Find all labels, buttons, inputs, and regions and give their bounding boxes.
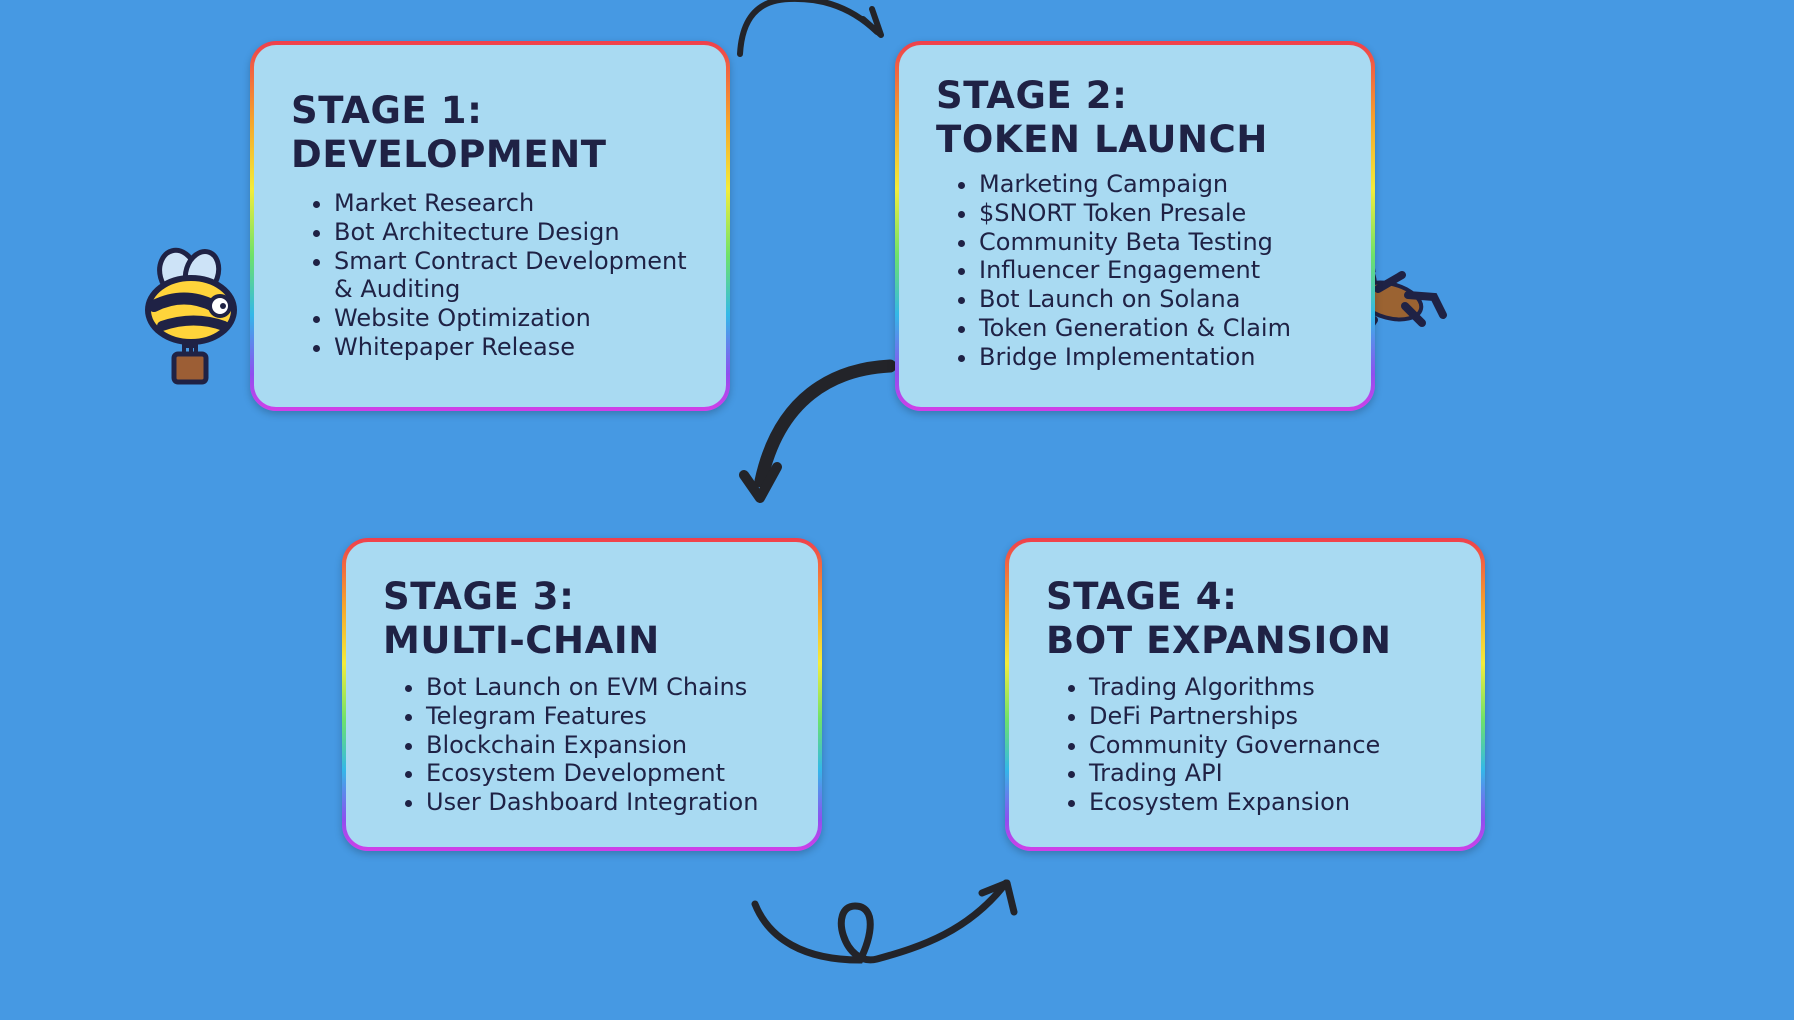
stage-card-body: Stage 3: Multi-Chain Bot Launch on EVM C… bbox=[346, 542, 818, 847]
stage-card-3: Stage 3: Multi-Chain Bot Launch on EVM C… bbox=[342, 538, 822, 851]
stage-title-line: Bot Expansion bbox=[1046, 619, 1392, 662]
stage-title: Stage 1: Development bbox=[291, 89, 694, 177]
list-item: Whitepaper Release bbox=[334, 333, 694, 362]
list-item: Trading API bbox=[1089, 759, 1449, 788]
stage-title: Stage 2: Token Launch bbox=[936, 74, 1339, 162]
list-item: Ecosystem Development bbox=[426, 759, 786, 788]
list-item: Token Generation & Claim bbox=[979, 314, 1339, 343]
stage-title: Stage 4: Bot Expansion bbox=[1046, 575, 1449, 663]
list-item: Marketing Campaign bbox=[979, 170, 1339, 199]
list-item: $SNORT Token Presale bbox=[979, 199, 1339, 228]
curved-arrow-middle-icon bbox=[739, 359, 897, 503]
stage-card-2: Stage 2: Token Launch Marketing Campaign… bbox=[895, 41, 1375, 411]
curved-arrow-bottom-icon bbox=[751, 879, 1018, 964]
list-item: Bot Architecture Design bbox=[334, 218, 694, 247]
list-item: Smart Contract Development & Auditing bbox=[334, 247, 694, 305]
stage-card-1: Stage 1: Development Market Research Bot… bbox=[250, 41, 730, 411]
curved-arrow-top-icon bbox=[737, 0, 884, 57]
list-item: Bridge Implementation bbox=[979, 343, 1339, 372]
stage-title-line: Stage 2: bbox=[936, 74, 1128, 117]
stage-item-list: Marketing Campaign $SNORT Token Presale … bbox=[936, 170, 1339, 372]
stage-title: Stage 3: Multi-Chain bbox=[383, 575, 786, 663]
stage-title-line: Stage 3: bbox=[383, 575, 575, 618]
stage-title-line: Stage 1: bbox=[291, 89, 483, 132]
list-item: Website Optimization bbox=[334, 304, 694, 333]
stage-item-list: Trading Algorithms DeFi Partnerships Com… bbox=[1046, 673, 1449, 817]
list-item: Bot Launch on EVM Chains bbox=[426, 673, 786, 702]
list-item: DeFi Partnerships bbox=[1089, 702, 1449, 731]
stage-title-line: Token Launch bbox=[936, 118, 1268, 161]
list-item: Bot Launch on Solana bbox=[979, 285, 1339, 314]
list-item: Trading Algorithms bbox=[1089, 673, 1449, 702]
list-item: Market Research bbox=[334, 189, 694, 218]
bee-with-briefcase-icon bbox=[145, 247, 237, 385]
stage-title-line: Multi-Chain bbox=[383, 619, 660, 662]
list-item: Community Governance bbox=[1089, 731, 1449, 760]
list-item: Community Beta Testing bbox=[979, 228, 1339, 257]
list-item: Ecosystem Expansion bbox=[1089, 788, 1449, 817]
stage-title-line: Development bbox=[291, 133, 607, 176]
list-item: Influencer Engagement bbox=[979, 256, 1339, 285]
list-item: Telegram Features bbox=[426, 702, 786, 731]
stage-title-line: Stage 4: bbox=[1046, 575, 1238, 618]
list-item: Blockchain Expansion bbox=[426, 731, 786, 760]
stage-card-body: Stage 4: Bot Expansion Trading Algorithm… bbox=[1009, 542, 1481, 847]
stage-card-body: Stage 2: Token Launch Marketing Campaign… bbox=[899, 45, 1371, 407]
stage-card-body: Stage 1: Development Market Research Bot… bbox=[254, 45, 726, 407]
stage-item-list: Market Research Bot Architecture Design … bbox=[291, 189, 694, 362]
stage-item-list: Bot Launch on EVM Chains Telegram Featur… bbox=[383, 673, 786, 817]
list-item: User Dashboard Integration bbox=[426, 788, 786, 817]
stage-card-4: Stage 4: Bot Expansion Trading Algorithm… bbox=[1005, 538, 1485, 851]
